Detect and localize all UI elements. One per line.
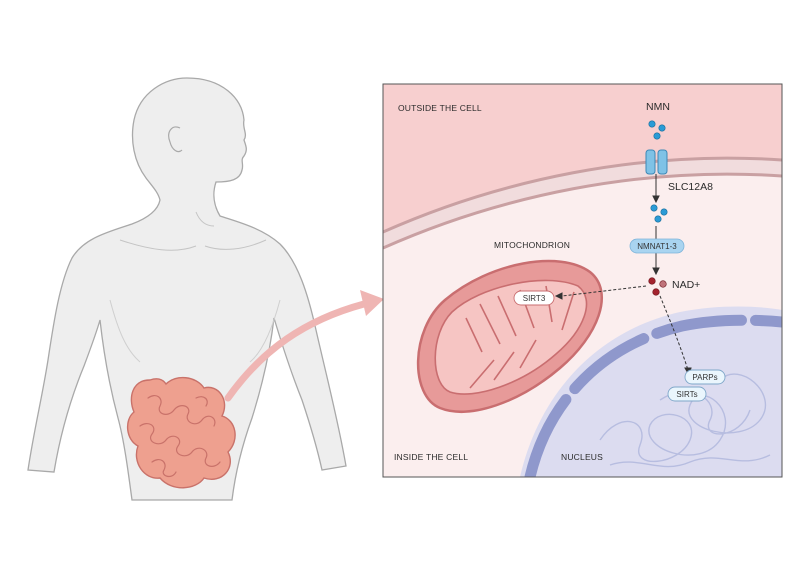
pointer-arrow bbox=[224, 290, 384, 402]
nucleus-label: NUCLEUS bbox=[561, 452, 603, 462]
transporter-label: SLC12A8 bbox=[668, 181, 713, 193]
nmn-dot bbox=[650, 204, 658, 212]
torso-contour bbox=[109, 299, 281, 363]
shoulder-contour bbox=[195, 211, 215, 227]
nad-dot bbox=[659, 280, 667, 288]
nad-label: NAD+ bbox=[672, 279, 700, 291]
arrow-to-sirt3-head bbox=[554, 292, 563, 300]
mitochondrion bbox=[416, 259, 604, 413]
nad-dot bbox=[652, 288, 660, 296]
outside-cell-bg bbox=[383, 84, 782, 232]
sirts-label: SIRTs bbox=[676, 390, 697, 399]
nmn-dot bbox=[653, 132, 661, 140]
sirt3-pill: SIRT3 bbox=[513, 290, 555, 306]
nmn-dot bbox=[660, 208, 668, 216]
nmn-dot bbox=[658, 124, 666, 132]
cell-panel-border bbox=[382, 83, 783, 478]
sirts-pill: SIRTs bbox=[667, 386, 707, 402]
cell-membrane-outer-line bbox=[383, 156, 782, 234]
arrow-to-enzyme-head bbox=[652, 267, 660, 276]
inside-cell-label: INSIDE THE CELL bbox=[394, 452, 468, 462]
nmn-dot bbox=[654, 215, 662, 223]
slc12a8-transporter-icon bbox=[645, 149, 668, 175]
pointer-arrow-head bbox=[360, 290, 384, 316]
arrow-transport-head bbox=[652, 195, 660, 204]
arrow-to-nucleus bbox=[659, 295, 689, 371]
cell-panel: NMNAT1-3 SIRT3 PARPs SIRTs OUTSIDE THE C… bbox=[382, 83, 783, 478]
sirt3-label: SIRT3 bbox=[523, 294, 546, 303]
cell-membrane-inner-line bbox=[383, 172, 782, 250]
human-figure bbox=[27, 77, 347, 501]
parps-label: PARPs bbox=[692, 373, 717, 382]
small-intestine-icon bbox=[127, 377, 236, 489]
nad-molecules bbox=[648, 277, 667, 296]
nmn-label: NMN bbox=[646, 101, 670, 113]
cell-membrane bbox=[383, 158, 782, 248]
nucleus-envelope bbox=[524, 314, 782, 477]
nmn-dot bbox=[648, 120, 656, 128]
nucleus bbox=[520, 306, 782, 477]
mitochondrion-label: MITOCHONDRION bbox=[494, 240, 570, 250]
enzyme-label: NMNAT1-3 bbox=[637, 242, 677, 251]
human-body-silhouette bbox=[27, 77, 347, 501]
enzyme-pill: NMNAT1-3 bbox=[629, 238, 685, 254]
parps-pill: PARPs bbox=[684, 369, 726, 385]
clavicle-line bbox=[119, 239, 267, 251]
pointer-arrow-shaft bbox=[224, 300, 368, 402]
ear-icon bbox=[168, 126, 183, 153]
nad-dot bbox=[648, 277, 656, 285]
nmn-molecules bbox=[648, 120, 668, 223]
arrow-to-sirt3 bbox=[561, 285, 647, 297]
outside-cell-label: OUTSIDE THE CELL bbox=[398, 103, 482, 113]
